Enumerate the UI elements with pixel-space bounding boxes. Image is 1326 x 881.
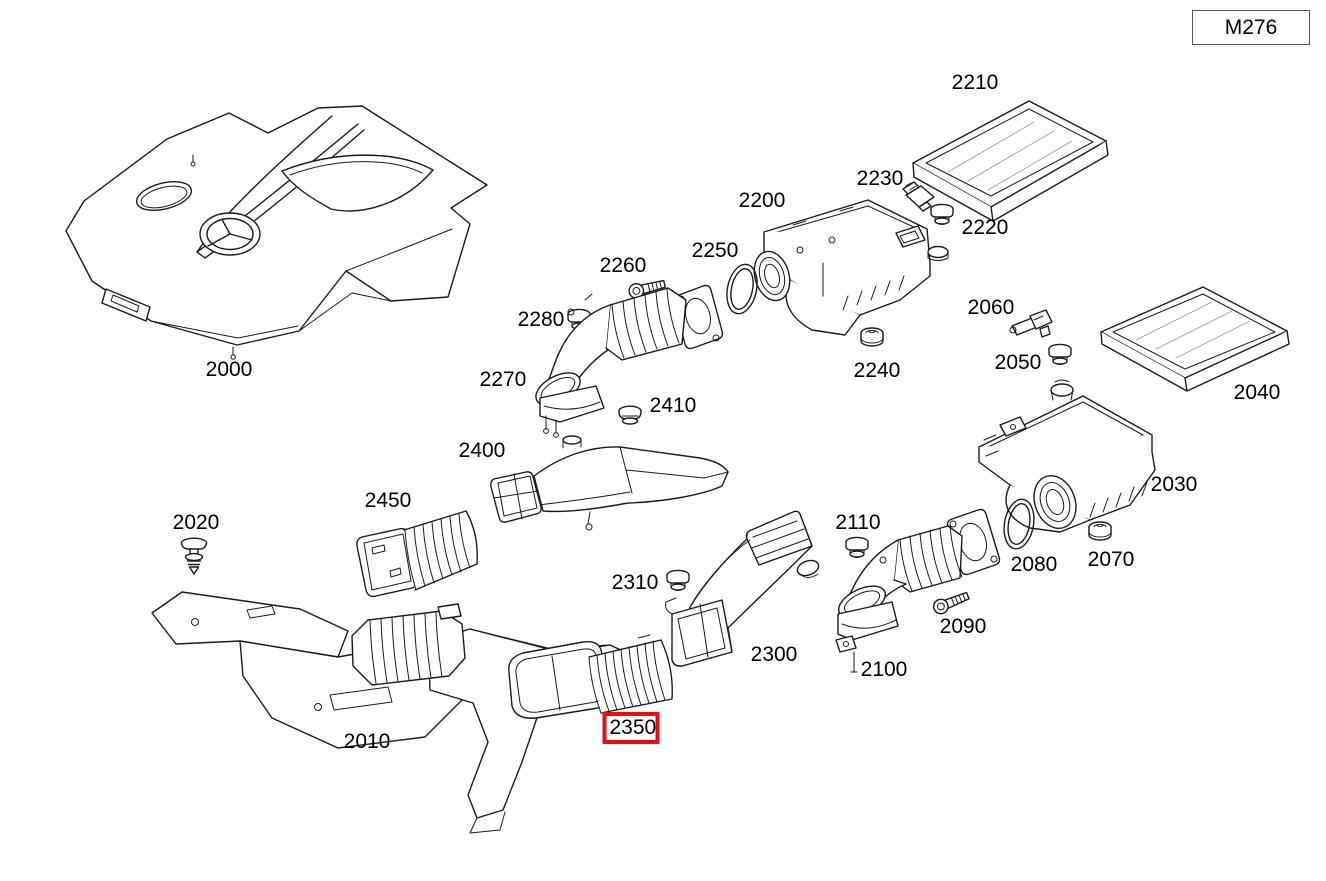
callout-o-ring-right[interactable]: 2080 [1010,552,1058,576]
callout-rubber-mount-right[interactable]: 2070 [1087,547,1135,571]
part-2350-drawing[interactable] [508,634,673,719]
part-2070-drawing[interactable] [1088,521,1112,541]
callout-sensor-right[interactable]: 2060 [967,295,1015,319]
callout-intake-bellows-duct[interactable]: 2350 [602,711,660,745]
callout-intake-pipe-right[interactable]: 2100 [860,657,908,681]
part-2060-drawing[interactable] [1009,309,1053,338]
part-2230-drawing[interactable] [902,181,935,212]
callout-sealing-cap[interactable]: 2410 [649,393,697,417]
callout-grommet-housing-right[interactable]: 2050 [994,350,1042,374]
callout-air-duct-right[interactable]: 2300 [750,642,798,666]
part-2450-drawing[interactable] [356,510,478,598]
part-2240-drawing[interactable] [860,327,884,347]
part-2030-drawing[interactable] [978,379,1156,534]
part-2310-drawing[interactable] [666,569,690,592]
part-2410-drawing[interactable] [618,405,642,425]
part-2100-drawing[interactable] [834,508,1001,673]
part-2050-drawing[interactable] [1048,343,1072,366]
callout-filter-element-left[interactable]: 2210 [951,70,999,94]
part-2210-drawing[interactable] [912,100,1109,222]
part-2090-drawing[interactable] [930,588,972,617]
callout-sensor-left[interactable]: 2230 [856,166,904,190]
callout-grommet-pipe-right[interactable]: 2110 [835,510,881,534]
callout-grommet-duct[interactable]: 2310 [611,570,659,594]
callout-screw-left[interactable]: 2260 [599,253,647,277]
callout-air-filter-housing-left[interactable]: 2200 [738,188,786,212]
engine-code-box: M276 [1192,10,1310,45]
callout-screw-right[interactable]: 2090 [939,614,987,638]
part-2110-drawing[interactable] [845,536,869,559]
part-2270-drawing[interactable] [531,284,724,438]
callout-filter-element-right[interactable]: 2040 [1233,380,1281,404]
part-2040-drawing[interactable] [1100,286,1290,392]
part-2220-drawing[interactable] [930,203,954,226]
engine-code-label: M276 [1224,15,1278,39]
callout-grommet-pipe-left[interactable]: 2280 [517,307,565,331]
callout-bellows-duct-left[interactable]: 2450 [364,488,412,512]
callout-rubber-mount-left[interactable]: 2240 [853,358,901,382]
callout-intake-pipe-left[interactable]: 2270 [479,367,527,391]
part-2000-drawing[interactable] [65,105,488,360]
part-2200-drawing[interactable] [749,199,949,336]
part-2300-drawing[interactable] [665,510,821,667]
callout-engine-cover[interactable]: 2000 [205,357,253,381]
callout-air-filter-housing-right[interactable]: 2030 [1150,472,1198,496]
part-2400-drawing[interactable] [490,435,729,531]
callout-air-guide-panel[interactable]: 2010 [343,729,391,753]
callout-o-ring-left[interactable]: 2250 [691,238,739,262]
callout-air-duct-left[interactable]: 2400 [458,438,506,462]
part-2020-drawing[interactable] [180,537,208,575]
callout-grommet-housing-left[interactable]: 2220 [961,215,1009,239]
part-2010-drawing[interactable] [151,591,643,834]
callout-expansion-rivet[interactable]: 2020 [172,510,220,534]
